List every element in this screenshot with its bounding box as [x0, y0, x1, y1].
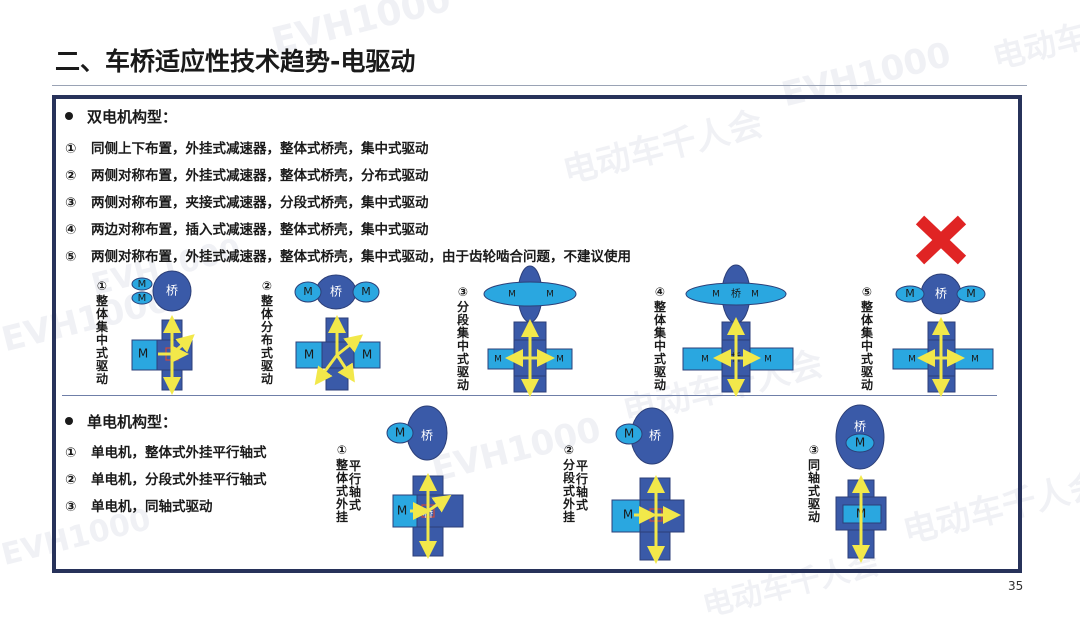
- motor-body: [131, 291, 153, 305]
- dual-motor-heading: 双电机构型：: [65, 106, 177, 127]
- motor-label: M: [556, 355, 564, 365]
- motor-body: [895, 285, 925, 303]
- motor-label: M: [701, 355, 709, 365]
- torque-arrow: [335, 354, 355, 383]
- motor-label: M: [362, 348, 372, 362]
- motor-body: [352, 281, 380, 303]
- drivetrain-diagrams: 桥MMM桥MMMMMMMM桥MMMM桥桥MMMM桥MM桥桥MM桥MM: [131, 215, 994, 564]
- motor-label: M: [546, 290, 554, 300]
- motor-label: M: [624, 427, 634, 441]
- motor-body: [131, 277, 153, 291]
- motor-label: M: [303, 285, 313, 298]
- motor-body: [845, 433, 875, 453]
- content-frame: [52, 95, 1022, 573]
- motor-body: [294, 281, 322, 303]
- motor-label: M: [623, 508, 633, 522]
- torque-arrow: [336, 334, 364, 357]
- single-motor-heading: 单电机构型：: [65, 411, 177, 432]
- motor-block: [295, 341, 323, 369]
- motor-body: [685, 282, 787, 306]
- axle-label: 桥: [166, 284, 178, 298]
- motor-label: M: [966, 287, 976, 300]
- axle-housing: [152, 270, 192, 312]
- axle-label: 桥: [649, 429, 661, 443]
- motor-label: M: [905, 287, 915, 300]
- motor-label: M: [751, 290, 759, 300]
- page-title: 二、车桥适应性技术趋势-电驱动: [55, 47, 416, 76]
- bullet-icon: [65, 416, 73, 425]
- motor-label: M: [971, 355, 979, 365]
- motor-label: M: [494, 355, 502, 365]
- axle-label: 桥: [330, 285, 342, 299]
- motor-label: M: [395, 426, 405, 440]
- motor-block: [131, 339, 158, 371]
- motor-label: M: [138, 279, 147, 290]
- motor-label: M: [397, 504, 407, 518]
- motor-label: M: [855, 436, 865, 450]
- page-number: 35: [1008, 579, 1024, 593]
- motor-label: M: [908, 355, 916, 365]
- bullet-icon: [65, 111, 73, 120]
- motor-label: M: [712, 290, 720, 300]
- axle-label: 桥: [854, 420, 866, 434]
- motor-body: [483, 281, 577, 307]
- title-divider: [52, 85, 1027, 86]
- not-recommended-icon: [915, 215, 967, 265]
- motor-label: M: [304, 348, 314, 362]
- motor-body: [615, 423, 643, 445]
- motor-label: M: [361, 285, 371, 298]
- motor-label: M: [138, 347, 148, 361]
- axle-label: 桥: [421, 429, 433, 443]
- axle-label: 桥: [935, 287, 947, 301]
- motor-label: M: [764, 355, 772, 365]
- motor-label: M: [508, 290, 516, 300]
- torque-arrow: [314, 354, 339, 386]
- motor-label: M: [138, 293, 147, 304]
- axle-label: 桥: [731, 288, 741, 300]
- motor-body: [386, 422, 414, 444]
- motor-body: [956, 285, 986, 303]
